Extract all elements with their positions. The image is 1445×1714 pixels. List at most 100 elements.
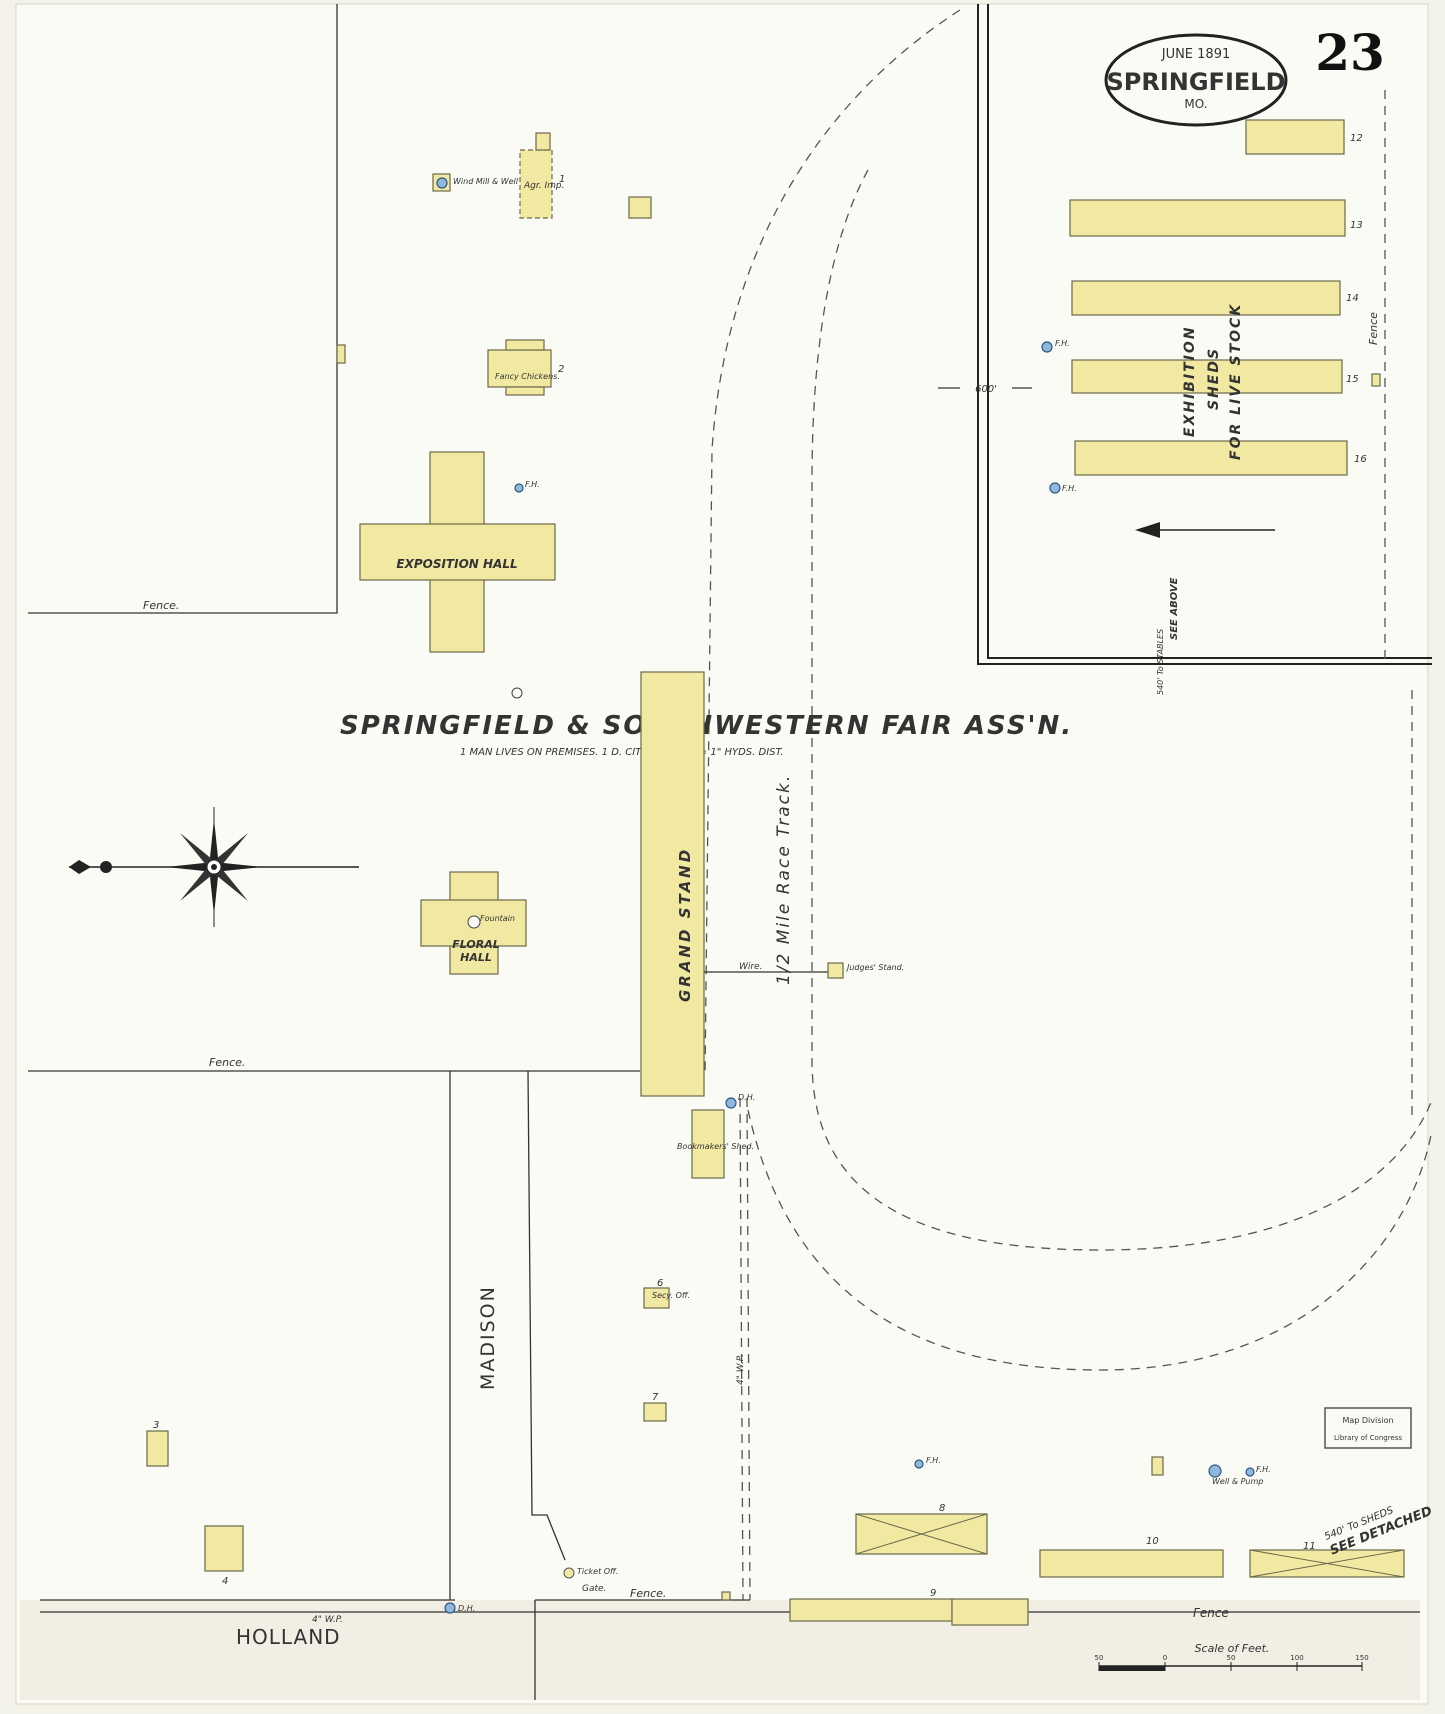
exposition-hall: EXPOSITION HALL [359,451,556,653]
exposition-hall-label: EXPOSITION HALL [396,557,517,571]
building-10 [1039,1549,1224,1578]
building-7-number: 7 [652,1392,659,1403]
bookmakers-shed-label: Bookmakers' Shed. [677,1142,754,1151]
fountain-label: Fountain [480,914,515,923]
direction-arrow [1135,522,1275,538]
fire-hydrant-sheds-2 [1049,482,1061,494]
fire-hydrant-well-label: F.H. [1256,1465,1271,1474]
stamp-line-1: Map Division [1342,1416,1393,1425]
race-track-label: 1/2 Mile Race Track. [774,774,794,985]
title-cartouche: JUNE 1891 SPRINGFIELD MO. [1104,33,1288,127]
shed-number-15: 15 [1346,374,1359,385]
building-10-number: 10 [1146,1536,1159,1547]
grand-stand-label: GRAND STAND [676,847,694,1002]
fire-hydrant-sheds-1-label: F.H. [1055,339,1070,348]
bookmakers-shed [691,1109,725,1179]
grand-stand: GRAND STAND [640,671,705,1097]
judges-stand-label: Judges' Stand. [845,963,904,972]
windmill-label: Wind Mill & Well [453,177,519,186]
building-9-annex [951,1598,1029,1626]
judges-stand [827,962,844,979]
fence-label-bottom: Fence. [630,1587,666,1600]
exhibition-sheds-label-2: SHEDS [1206,347,1222,410]
building-4-number: 4 [222,1576,228,1587]
street-holland: HOLLAND [236,1625,341,1649]
building-3 [146,1430,169,1467]
ticket-office [563,1567,575,1579]
stamp-line-2: Library of Congress [1334,1434,1402,1442]
fence-label-top: Fence. [143,599,179,612]
property-lines [28,4,1432,1700]
scale-title: Scale of Feet. [1195,1642,1270,1655]
floral-hall-label-2: HALL [460,951,492,964]
fire-hydrant-sheds-1 [1041,341,1053,353]
building-9 [789,1598,953,1622]
fair-association-subtitle: 1 MAN LIVES ON PREMISES. 1 D. CITY HYD. … [460,747,784,758]
distance-600-label: 600' [975,384,997,395]
building-11-number: 11 [1303,1541,1316,1552]
street-madison: MADISON [477,1285,499,1390]
scale-tick-4: 100 [1290,1654,1303,1662]
exhibition-sheds-label-3: FOR LIVE STOCK [1228,303,1244,460]
holland-water-pipe: 4" W.P. [312,1615,343,1625]
building-9-number: 9 [930,1588,936,1599]
shed-number-13: 13 [1350,220,1363,231]
survey-marker [511,687,523,699]
scale-tick-2: 0 [1163,1654,1167,1662]
fire-hydrant-well [1245,1467,1255,1477]
title-city: SPRINGFIELD [1106,68,1285,96]
title-state: MO. [1184,97,1207,111]
floral-hall: Fountain FLORAL HALL [420,871,527,975]
stables-note-1: 540' To STABLES [1156,629,1165,695]
shed-number-16: 16 [1354,454,1367,465]
fire-hydrant-label: F.H. [525,480,540,489]
exhibition-sheds-label-1: EXHIBITION [1182,325,1198,437]
fence-label-middle: Fence. [209,1056,245,1069]
paper-bottom-stain [20,1600,1420,1700]
small-outbuilding [628,196,652,219]
floral-hall-label-1: FLORAL [452,938,499,951]
windmill: Wind Mill & Well [432,173,519,192]
scale-bar: Scale of Feet. 50 0 50 100 150 [1095,1642,1369,1671]
fancy-chickens-building: Fancy Chickens. 2 [487,339,564,396]
drinking-hydrant-holland [444,1602,456,1614]
building-8-number: 8 [939,1503,945,1514]
secretary-office [643,1287,670,1309]
drinking-hydrant-holland-label: D.H. [458,1604,475,1613]
library-stamp: Map Division Library of Congress [1324,1407,1412,1449]
gate-label: Gate. [582,1584,606,1594]
exhibition-sheds [1069,119,1348,476]
secretary-office-label: Secy. Off. [652,1291,690,1300]
well-pump-label: Well & Pump [1212,1477,1263,1486]
drinking-hydrant [725,1097,737,1109]
fence-post-right [1371,373,1381,387]
agr-imp-label: Agr. Imp. [523,181,564,191]
shed-number-14: 14 [1346,293,1359,304]
fire-hydrant [514,483,524,493]
fire-hydrant-sheds-2-label: F.H. [1062,484,1077,493]
scale-tick-1: 50 [1095,1654,1104,1662]
building-3-number: 3 [153,1420,159,1431]
gate-post [721,1591,731,1601]
shed-number-12: 12 [1350,133,1363,144]
drinking-hydrant-label: D.H. [738,1093,755,1102]
wire-label: Wire. [739,962,763,972]
title-date: JUNE 1891 [1161,47,1231,62]
stables-note-2: SEE ABOVE [1169,577,1180,640]
well-pump [1208,1464,1222,1478]
compass-rose [69,807,359,927]
distance-600: 600' [938,384,1032,395]
fence-label-vertical: Fence [1367,312,1380,345]
fence-post-marker [336,344,346,364]
scale-tick-3: 50 [1227,1654,1236,1662]
race-track [704,9,1433,1601]
fence-label-right: Fence [1193,1606,1229,1620]
fancy-chickens-label: Fancy Chickens. [495,372,560,381]
fair-association-title: SPRINGFIELD & SOUTHWESTERN FAIR ASS'N. [340,711,1073,741]
agr-imp-number: 1 [559,174,565,185]
fancy-chickens-number: 2 [558,364,564,375]
fire-hydrant-bottom-label: F.H. [926,1456,941,1465]
water-pipe-label: 4" W.P. [736,1354,746,1385]
secretary-office-number: 6 [657,1278,663,1289]
